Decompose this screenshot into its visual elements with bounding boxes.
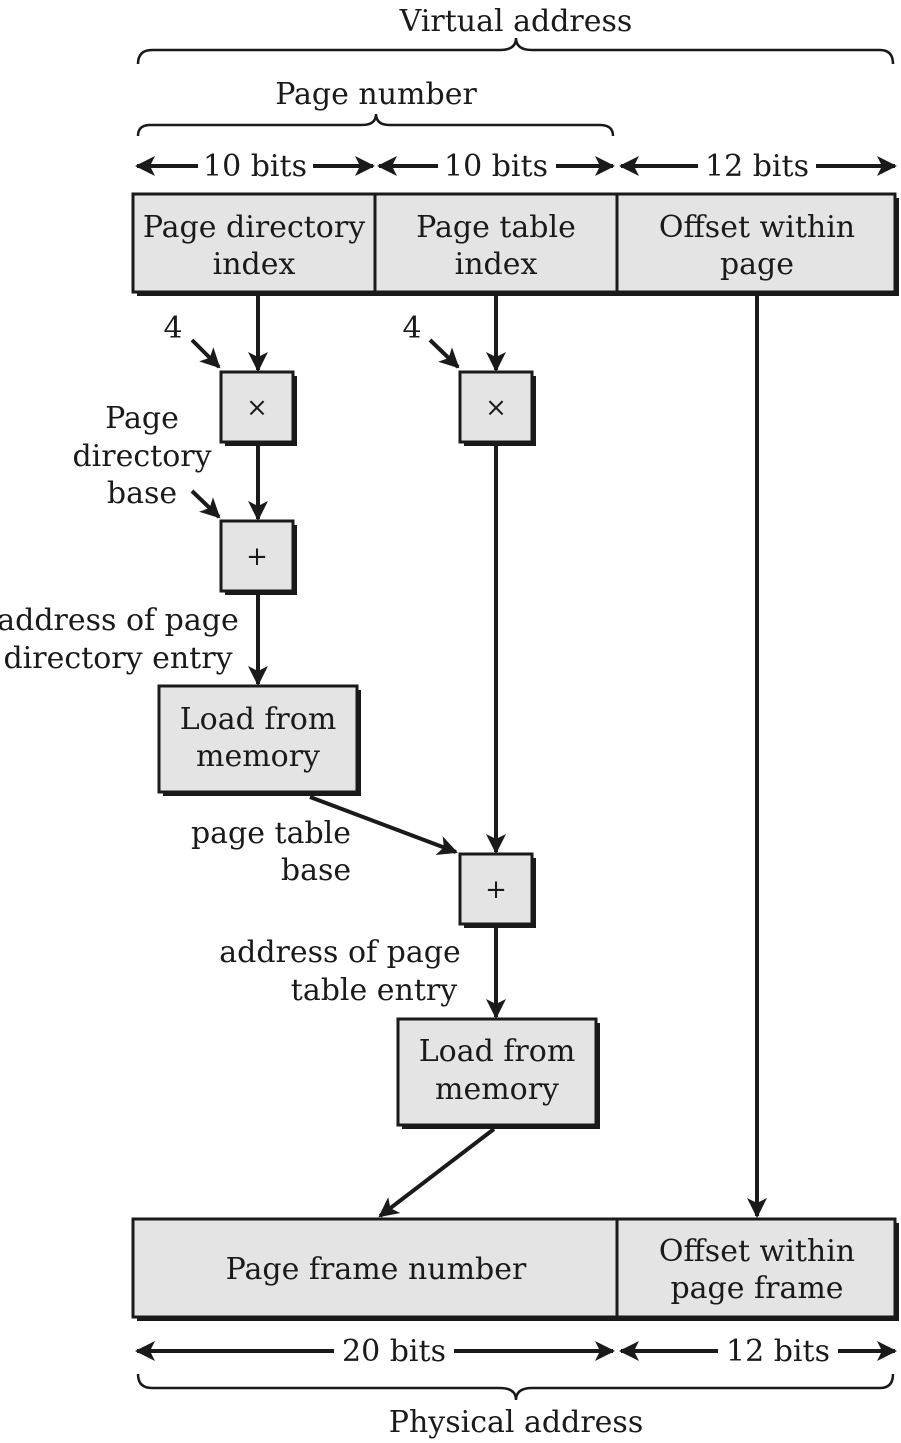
svg-text:index: index bbox=[213, 247, 296, 282]
address-of-page-table-entry-label: address of page table entry bbox=[219, 935, 460, 1008]
svg-text:table entry: table entry bbox=[291, 973, 458, 1008]
svg-text:×: × bbox=[485, 393, 507, 423]
page-number-label: Page number bbox=[275, 77, 477, 112]
field-page-directory-index: Page directory index bbox=[143, 210, 365, 282]
svg-text:+: + bbox=[246, 542, 268, 572]
svg-text:directory: directory bbox=[72, 439, 211, 474]
svg-text:Page: Page bbox=[105, 401, 179, 436]
svg-text:base: base bbox=[281, 853, 351, 888]
arrow-4-left bbox=[190, 338, 221, 369]
field-offset-within-page: Offset within page bbox=[659, 210, 855, 282]
bits-10b-label: 10 bits bbox=[444, 149, 548, 184]
multiplier-4-left: 4 bbox=[163, 311, 182, 346]
arrow-load-to-page-frame bbox=[378, 1127, 496, 1218]
svg-text:index: index bbox=[455, 247, 538, 282]
arrow-load-to-add-middle bbox=[309, 795, 458, 856]
svg-text:memory: memory bbox=[196, 739, 320, 774]
page-directory-base-label: Page directory base bbox=[72, 401, 211, 511]
physical-address-register bbox=[131, 1217, 899, 1321]
svg-text:×: × bbox=[246, 393, 268, 423]
field-offset-within-page-frame: Offset within page frame bbox=[659, 1234, 855, 1306]
arrow-4-middle bbox=[428, 338, 460, 369]
svg-text:Load from: Load from bbox=[180, 702, 337, 737]
svg-text:Load from: Load from bbox=[419, 1034, 576, 1069]
address-of-page-directory-entry-label: address of page directory entry bbox=[0, 603, 239, 676]
page-table-base-label: page table base bbox=[191, 816, 351, 888]
svg-text:Page table: Page table bbox=[416, 210, 576, 245]
svg-text:address of page: address of page bbox=[219, 935, 460, 970]
add-box-left: + bbox=[219, 519, 297, 595]
field-page-table-index: Page table index bbox=[416, 210, 576, 282]
physical-address-label: Physical address bbox=[389, 1405, 643, 1440]
virtual-address-register bbox=[131, 192, 899, 296]
load-from-memory-box-middle: Load from memory bbox=[396, 1017, 600, 1129]
bits-20-label: 20 bits bbox=[342, 1334, 446, 1369]
arrow-page-directory-base bbox=[190, 489, 221, 519]
page-number-brace bbox=[136, 113, 615, 137]
virtual-address-label: Virtual address bbox=[399, 4, 633, 39]
multiply-box-middle: × bbox=[458, 370, 536, 446]
bits-12-bottom-label: 12 bits bbox=[726, 1334, 830, 1369]
svg-text:+: + bbox=[485, 875, 507, 905]
virtual-address-brace bbox=[136, 37, 895, 65]
physical-address-brace bbox=[136, 1373, 895, 1401]
svg-text:address of page: address of page bbox=[0, 603, 239, 638]
svg-text:memory: memory bbox=[435, 1072, 559, 1107]
svg-text:directory entry: directory entry bbox=[3, 641, 232, 676]
load-from-memory-box-left: Load from memory bbox=[157, 684, 361, 796]
multiply-box-left: × bbox=[219, 370, 297, 446]
field-page-frame-number: Page frame number bbox=[226, 1252, 527, 1287]
svg-text:base: base bbox=[107, 476, 177, 511]
svg-text:page frame: page frame bbox=[670, 1271, 843, 1306]
svg-text:page: page bbox=[720, 247, 794, 282]
add-box-middle: + bbox=[458, 852, 536, 928]
bits-10a-label: 10 bits bbox=[203, 149, 307, 184]
bits-12-top-label: 12 bits bbox=[705, 149, 809, 184]
multiplier-4-middle: 4 bbox=[402, 311, 421, 346]
svg-text:Offset within: Offset within bbox=[659, 210, 855, 245]
svg-text:page table: page table bbox=[191, 816, 351, 851]
svg-text:Page directory: Page directory bbox=[143, 210, 365, 245]
svg-text:Offset within: Offset within bbox=[659, 1234, 855, 1269]
